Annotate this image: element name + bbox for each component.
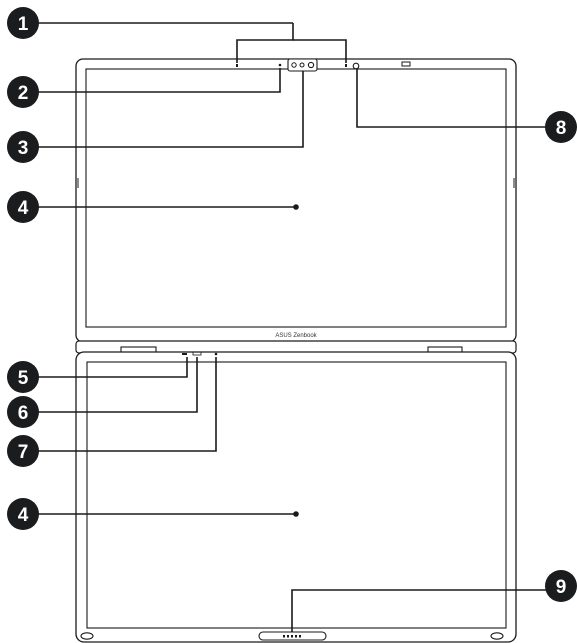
callout-3: 3 <box>7 131 39 163</box>
leader-1-bracket <box>236 23 294 63</box>
lower-display <box>75 351 517 643</box>
callout-8-number: 8 <box>556 118 567 139</box>
upper-panel-center-dot <box>293 204 299 210</box>
callout-4-lower-number: 4 <box>18 505 29 526</box>
callout-9: 9 <box>545 570 577 602</box>
indicator-left-icon <box>182 353 187 355</box>
leader-5 <box>38 357 188 378</box>
leader-7 <box>38 357 217 452</box>
lid-edge-marks <box>77 178 515 188</box>
indicator-middle-icon <box>192 351 202 356</box>
camera-indicator-icon <box>278 63 282 67</box>
callout-2: 2 <box>7 76 39 108</box>
brand-label: ASUS Zenbook <box>275 333 317 339</box>
lower-panel-center-dot <box>293 511 299 517</box>
leader-lines <box>38 22 560 632</box>
callout-1-number: 1 <box>18 14 29 35</box>
foot-right-icon <box>490 632 504 640</box>
callout-3-number: 3 <box>18 138 29 159</box>
callout-5: 5 <box>7 361 39 393</box>
upper-display: ASUS Zenbook <box>75 58 517 343</box>
leader-1-bracket-right <box>293 39 347 63</box>
leader-3 <box>38 71 304 148</box>
callout-6: 6 <box>7 396 39 428</box>
callout-5-number: 5 <box>18 368 29 389</box>
camera-lens-left-icon <box>291 62 297 68</box>
leader-2 <box>38 68 281 93</box>
camera-lens-right-icon <box>307 61 315 69</box>
leader-9 <box>291 589 560 632</box>
callout-4-lower: 4 <box>7 498 39 530</box>
callout-1: 1 <box>7 7 39 39</box>
indicator-right-icon <box>214 352 218 356</box>
leader-4-connectors <box>38 204 299 517</box>
callout-4-upper-number: 4 <box>18 198 29 219</box>
upper-display-screen <box>85 68 507 328</box>
callout-9-number: 9 <box>556 577 567 598</box>
callout-7: 7 <box>7 435 39 467</box>
callout-4-upper: 4 <box>7 191 39 223</box>
callout-badges: 1 2 3 4 5 6 7 4 <box>7 7 577 602</box>
callout-8: 8 <box>545 111 577 143</box>
foot-left-icon <box>80 632 94 640</box>
connector-pins-icon <box>283 635 301 638</box>
ambient-light-sensor-icon <box>352 62 360 70</box>
microphone-right-icon <box>345 64 347 67</box>
camera-module-icon <box>287 58 318 72</box>
callout-6-number: 6 <box>18 403 29 424</box>
top-right-marker-icon <box>401 61 411 67</box>
lower-display-screen <box>86 361 507 629</box>
camera-lens-middle-icon <box>299 62 305 68</box>
leader-8 <box>356 69 548 128</box>
callout-7-number: 7 <box>18 442 29 463</box>
leader-6 <box>38 357 198 413</box>
callout-2-number: 2 <box>18 83 29 104</box>
microphone-left-icon <box>236 64 238 67</box>
